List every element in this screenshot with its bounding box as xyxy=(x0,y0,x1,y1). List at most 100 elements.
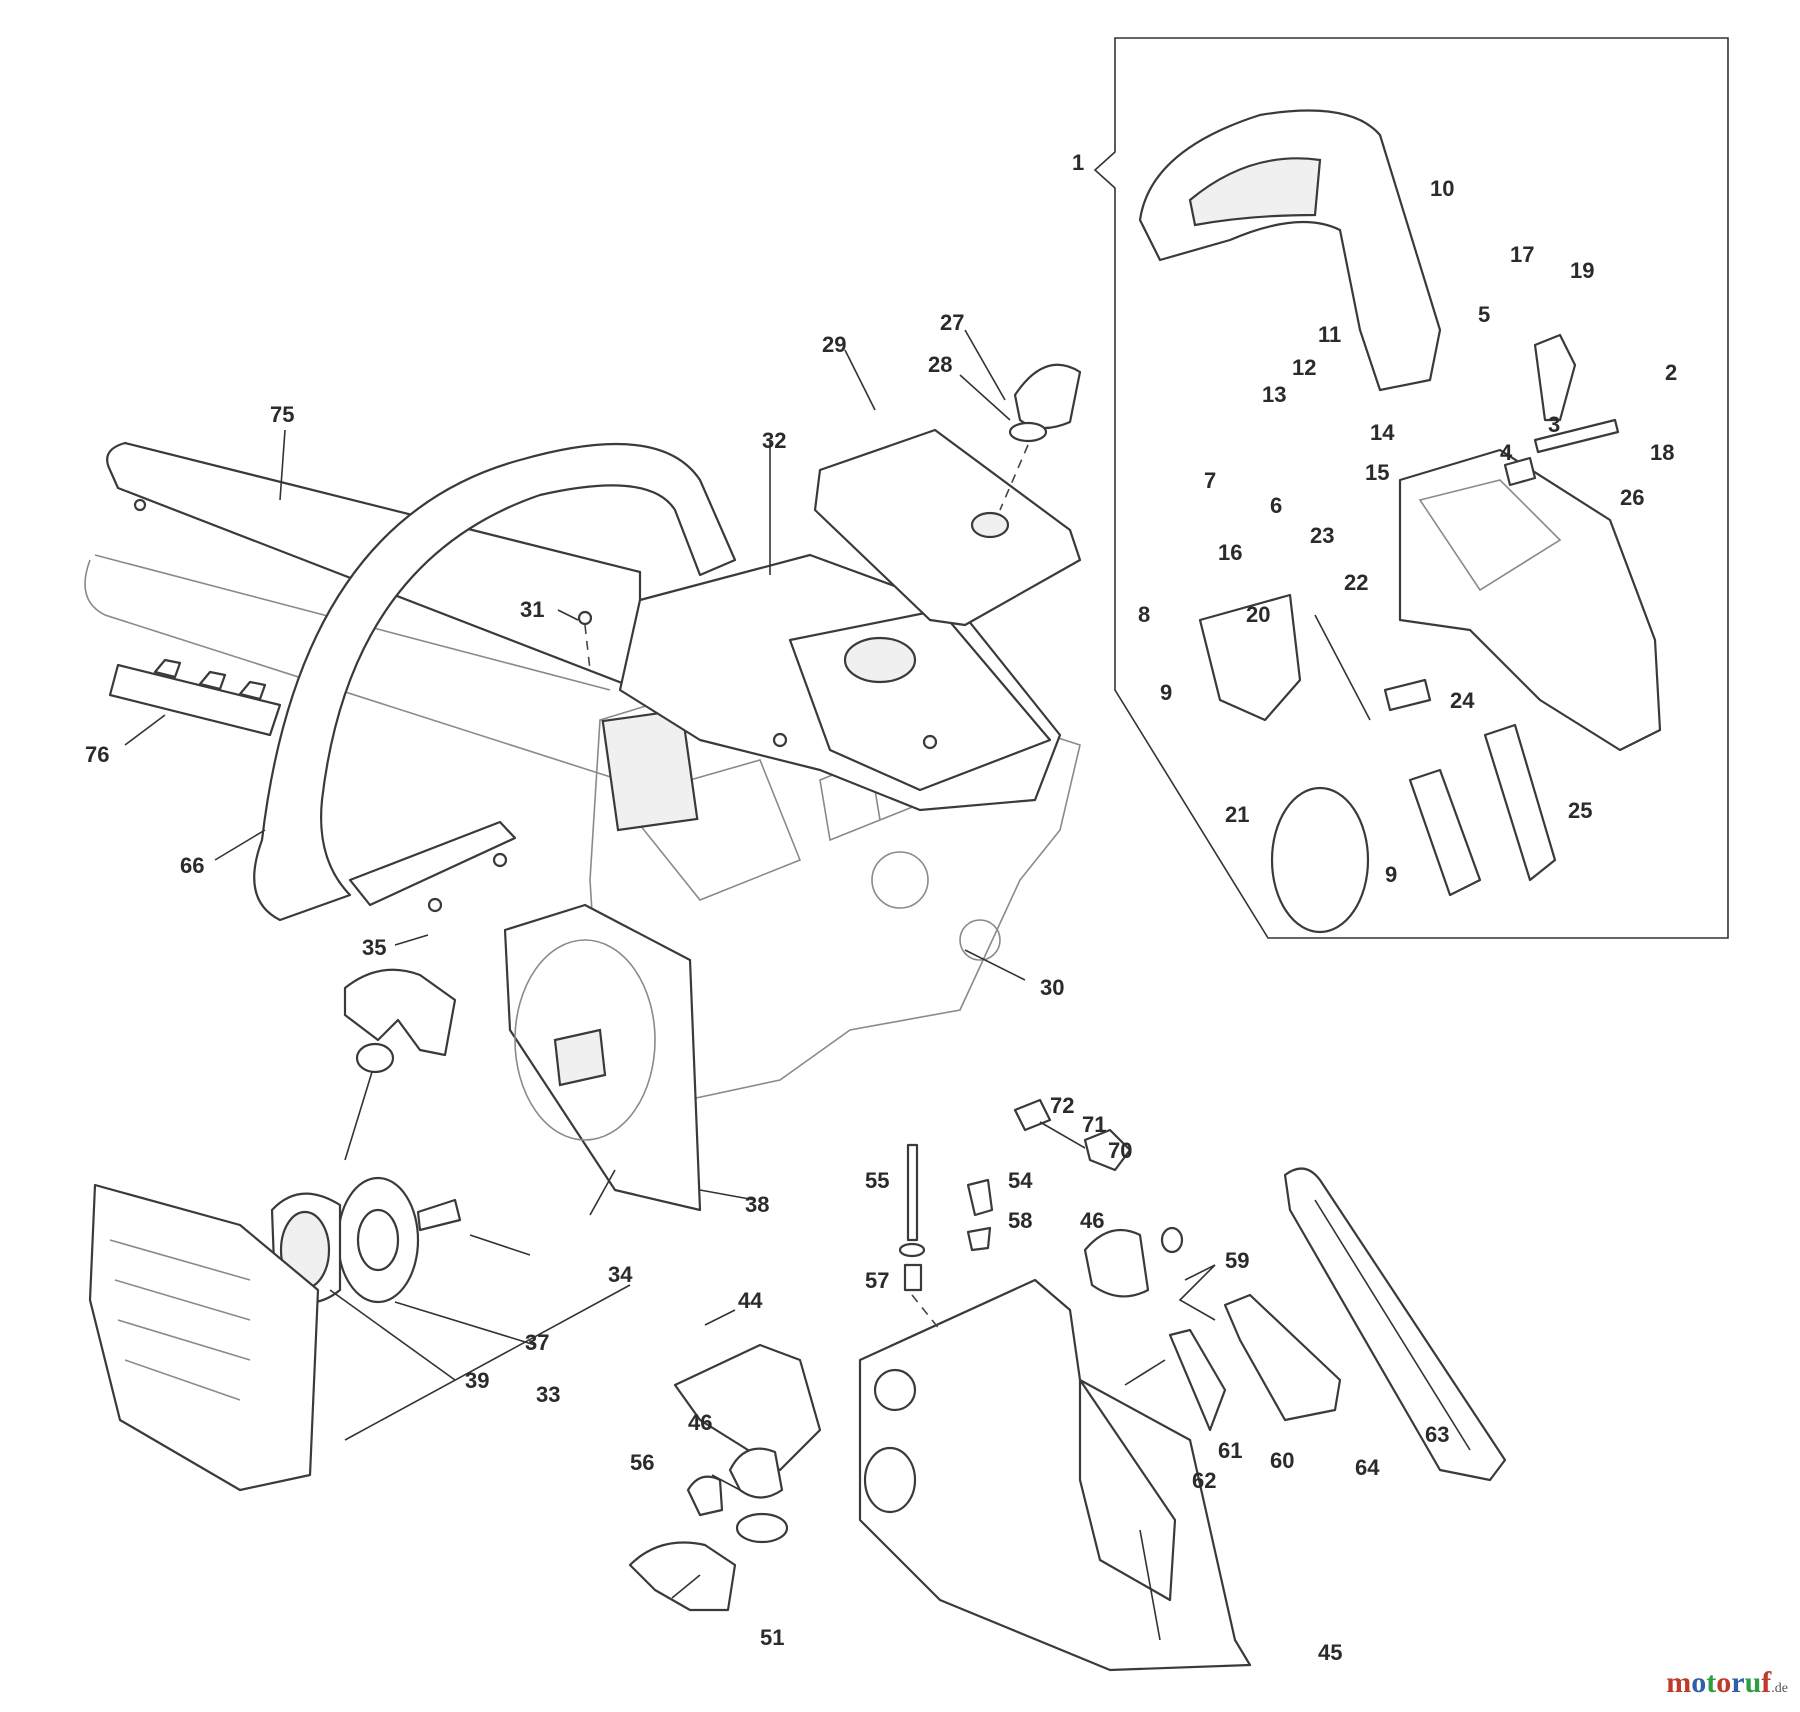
callout-3: 3 xyxy=(1548,412,1560,437)
chain-links xyxy=(108,658,282,737)
callout-20: 20 xyxy=(1246,602,1270,627)
callout-16: 16 xyxy=(1218,540,1242,565)
callout-55: 55 xyxy=(865,1168,889,1193)
callout-6: 6 xyxy=(1270,493,1282,518)
callout-9b: 9 xyxy=(1385,862,1397,887)
callout-61: 61 xyxy=(1218,1438,1242,1463)
callout-8: 8 xyxy=(1138,602,1150,627)
callout-46: 46 xyxy=(1080,1208,1104,1233)
callout-64: 64 xyxy=(1355,1455,1380,1480)
callout-37: 37 xyxy=(525,1330,549,1355)
callout-45: 45 xyxy=(1318,1640,1342,1665)
starter-cover xyxy=(88,1183,320,1492)
callout-72: 72 xyxy=(1050,1093,1074,1118)
callout-38: 38 xyxy=(745,1192,769,1217)
callout-70: 70 xyxy=(1108,1138,1132,1163)
starter-handle xyxy=(343,968,457,1161)
callout-22: 22 xyxy=(1344,570,1368,595)
callout-7: 7 xyxy=(1204,468,1216,493)
brake-plate xyxy=(1198,593,1302,722)
callout-44: 44 xyxy=(738,1288,763,1313)
leader-lines xyxy=(124,329,1161,1641)
inset-frame xyxy=(1093,37,1729,939)
handle-cover xyxy=(1283,1167,1507,1482)
callout-19: 19 xyxy=(1570,258,1594,283)
guard-25 xyxy=(1483,723,1557,882)
callout-21: 21 xyxy=(1225,802,1249,827)
starter-pulley xyxy=(336,1176,462,1304)
callout-18: 18 xyxy=(1650,440,1674,465)
brand-suffix: .de xyxy=(1771,1681,1788,1696)
callout-15: 15 xyxy=(1365,460,1389,485)
callout-28: 28 xyxy=(928,352,952,377)
callout-30: 30 xyxy=(1040,975,1064,1000)
callout-9: 9 xyxy=(1160,680,1172,705)
callout-12: 12 xyxy=(1292,355,1316,380)
fuel-line-parts xyxy=(898,1143,994,1331)
air-filter-cover xyxy=(813,428,1082,627)
vibration-damper-lower xyxy=(728,1447,784,1499)
callout-56: 56 xyxy=(630,1450,654,1475)
callout-26: 26 xyxy=(1620,485,1644,510)
knob-washer xyxy=(1008,421,1048,443)
callout-5: 5 xyxy=(1478,302,1490,327)
rear-handle-tank xyxy=(858,1278,1252,1672)
callout-23: 23 xyxy=(1310,523,1334,548)
front-handle xyxy=(253,442,737,922)
callout-39: 39 xyxy=(465,1368,489,1393)
oil-cap xyxy=(686,1475,724,1517)
callout-2: 2 xyxy=(1665,360,1677,385)
wedge-24 xyxy=(1383,678,1432,712)
callout-labels: 1 2 3 4 5 6 7 8 9 9 10 11 12 13 14 15 16… xyxy=(85,150,1677,1665)
chain-brake-housing xyxy=(1398,448,1662,752)
callout-54: 54 xyxy=(1008,1168,1033,1193)
brand-name: motoruf xyxy=(1666,1666,1772,1699)
callout-4: 4 xyxy=(1500,440,1513,465)
trigger-housing xyxy=(673,1343,822,1472)
callout-10: 10 xyxy=(1430,176,1454,201)
fuel-filter xyxy=(1013,1098,1132,1172)
callout-71: 71 xyxy=(1082,1112,1106,1137)
rear-handle xyxy=(1138,109,1442,392)
callout-32: 32 xyxy=(762,428,786,453)
gasket xyxy=(735,1512,789,1544)
callout-57: 57 xyxy=(865,1268,889,1293)
callout-62: 62 xyxy=(1192,1468,1216,1493)
callout-63: 63 xyxy=(1425,1422,1449,1447)
callout-24: 24 xyxy=(1450,688,1475,713)
callout-58: 58 xyxy=(1008,1208,1032,1233)
callout-75: 75 xyxy=(270,402,294,427)
callout-25: 25 xyxy=(1568,798,1592,823)
callout-17: 17 xyxy=(1510,242,1534,267)
callout-31: 31 xyxy=(520,597,544,622)
callout-66: 66 xyxy=(180,853,204,878)
callout-60: 60 xyxy=(1270,1448,1294,1473)
callout-27: 27 xyxy=(940,310,964,335)
callout-59: 59 xyxy=(1225,1248,1249,1273)
sleeve-4 xyxy=(1503,456,1537,487)
callout-76: 76 xyxy=(85,742,109,767)
callout-1: 1 xyxy=(1072,150,1084,175)
brake-spring xyxy=(1314,614,1371,721)
callout-46b: 46 xyxy=(688,1410,712,1435)
handle-bracket xyxy=(348,820,517,907)
lever-19 xyxy=(1533,333,1577,422)
callout-11: 11 xyxy=(1318,322,1341,347)
chain-catcher xyxy=(1408,768,1482,897)
return-spring xyxy=(1178,1264,1216,1321)
callout-13: 13 xyxy=(1262,382,1286,407)
callout-34: 34 xyxy=(608,1262,633,1287)
vibration-damper-upper xyxy=(1083,1228,1150,1298)
lock-lever xyxy=(1223,1293,1342,1422)
brake-band xyxy=(1270,786,1370,934)
callout-35: 35 xyxy=(362,935,386,960)
callout-51: 51 xyxy=(760,1625,784,1650)
cover-knob xyxy=(1013,363,1082,430)
motoruf-logo: motoruf.de xyxy=(1666,1666,1788,1700)
callout-14: 14 xyxy=(1370,420,1395,445)
pin-3 xyxy=(1533,418,1620,454)
callout-33: 33 xyxy=(536,1382,560,1407)
callout-29: 29 xyxy=(822,332,846,357)
